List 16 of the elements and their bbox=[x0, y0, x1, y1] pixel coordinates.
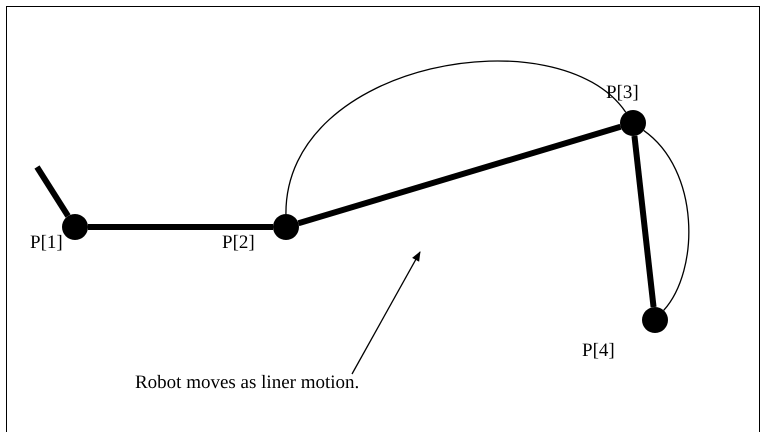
motion-path-line bbox=[34, 165, 71, 218]
point-marker bbox=[620, 110, 646, 136]
point-marker bbox=[642, 307, 668, 333]
annotation-text: Robot moves as liner motion. bbox=[135, 372, 360, 394]
motion-path-line bbox=[88, 224, 273, 230]
leader-arrow bbox=[351, 251, 421, 374]
arc-path-line bbox=[643, 130, 690, 311]
point-marker bbox=[62, 214, 88, 240]
motion-path-line bbox=[298, 124, 622, 226]
point-label: P[3] bbox=[606, 82, 639, 104]
point-marker bbox=[273, 214, 299, 240]
motion-path-line bbox=[631, 136, 657, 308]
point-label: P[2] bbox=[222, 232, 255, 254]
point-label: P[4] bbox=[582, 340, 615, 362]
arc-path-line bbox=[285, 60, 626, 214]
point-label: P[1] bbox=[30, 232, 63, 254]
